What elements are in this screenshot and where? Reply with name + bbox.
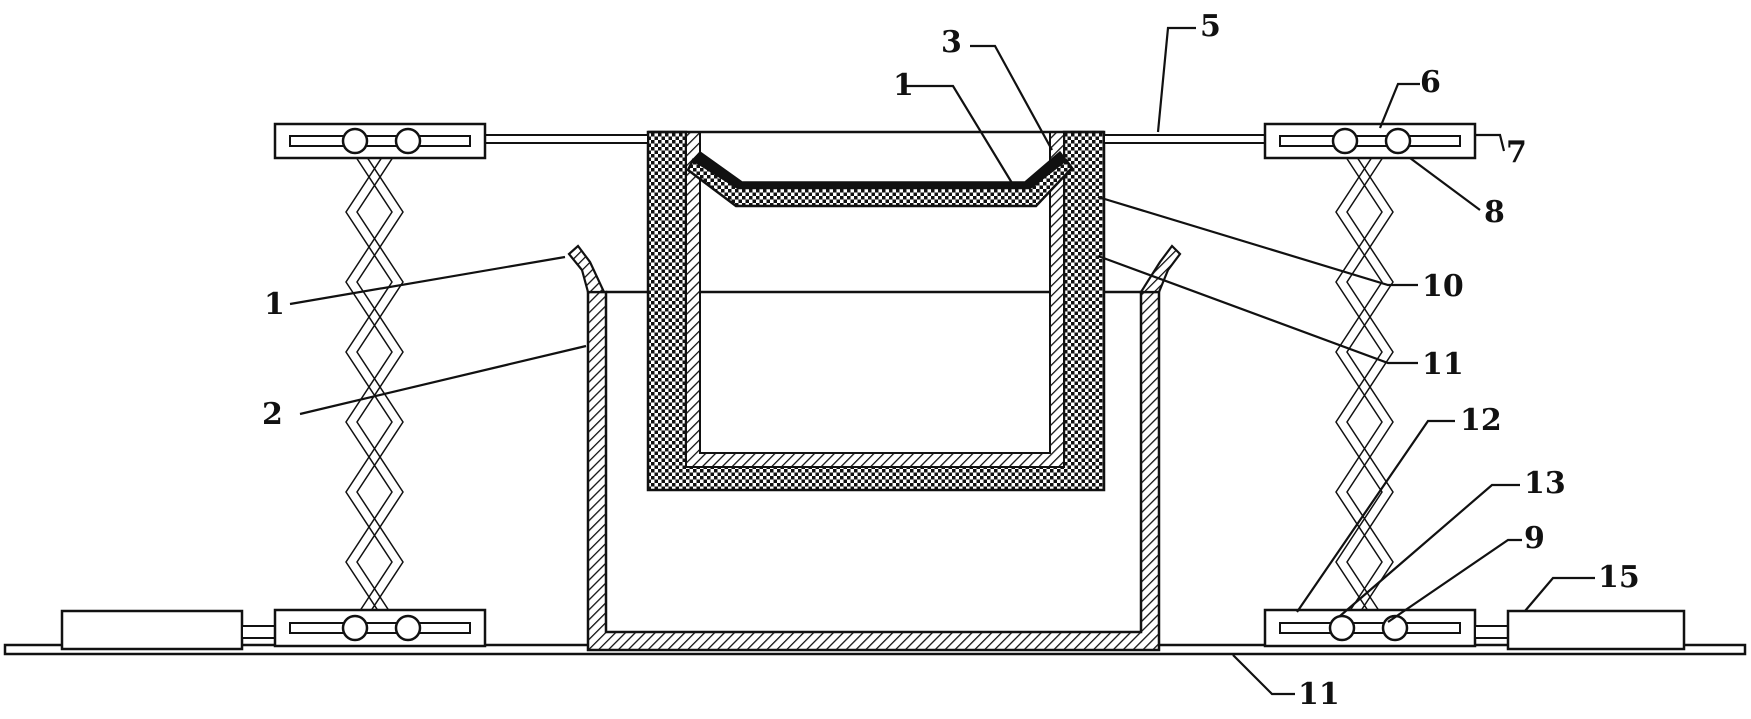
tray [686,150,1074,208]
label-5: 5 [1200,9,1221,44]
top-right-slider [1263,122,1477,160]
label-6: 6 [1420,65,1441,100]
label-1-tray: 1 [893,68,914,103]
label-13: 13 [1524,466,1566,501]
label-12: 12 [1460,403,1502,438]
label-1-tank-lip: 1 [264,287,285,322]
right-scissor-lift [1335,141,1394,633]
label-8: 8 [1484,195,1505,230]
label-9: 9 [1524,521,1545,556]
label-3: 3 [941,25,962,60]
top-left-slider [273,122,487,160]
label-15: 15 [1598,560,1640,595]
bottom-right-slider [1263,608,1686,651]
label-10: 10 [1422,269,1464,304]
bottom-left-slider [60,608,487,651]
label-7: 7 [1506,135,1527,170]
label-11-liner: 11 [1422,347,1464,382]
outer-tank [567,244,1182,652]
part-labels: 1 3 5 6 7 8 1 2 10 11 12 13 9 15 11 [262,9,1640,712]
top-rod [484,130,1266,144]
left-scissor-lift [345,141,404,633]
label-2: 2 [262,397,283,432]
leader-lines [289,26,1595,696]
label-11-base: 11 [1298,677,1340,712]
